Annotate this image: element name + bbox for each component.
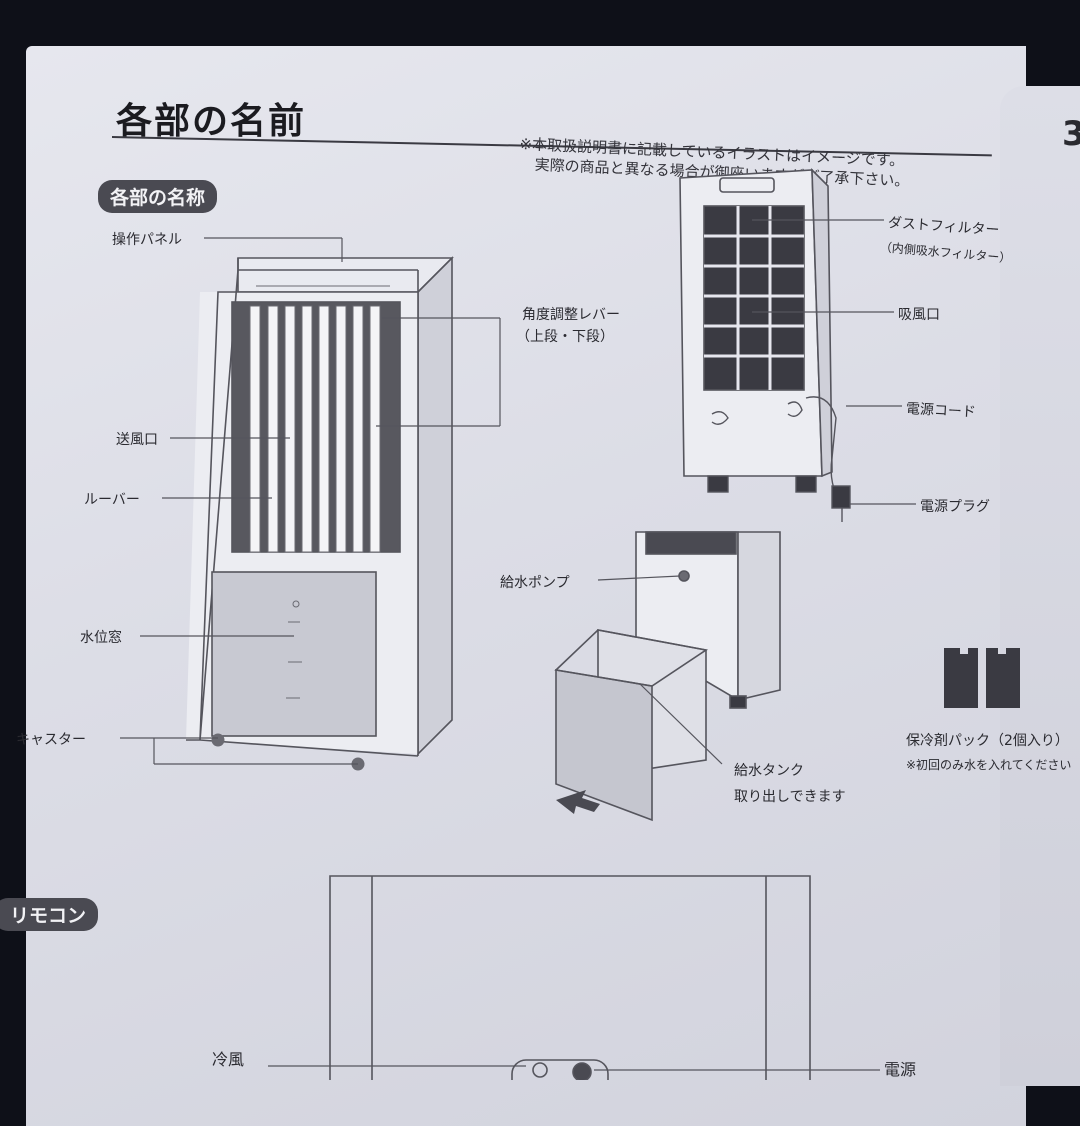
remote-drawing <box>268 875 880 1080</box>
tank-leader-lines <box>597 575 723 765</box>
label-ice-pack-sub: ※初回のみ水を入れてください <box>906 758 1072 772</box>
back-leader-lines <box>752 219 916 505</box>
louver-slats <box>249 305 381 553</box>
next-manual-page: 3 <box>1000 86 1080 1086</box>
label-water-tank: 給水タンク <box>734 763 804 779</box>
back-unit-drawing <box>679 168 833 478</box>
appliance-illustrations <box>120 168 1020 1080</box>
label-air-outlet: 送風口 <box>116 432 158 448</box>
next-page-glyph: 3 <box>1062 114 1080 154</box>
label-operation-panel: 操作パネル <box>112 232 182 248</box>
label-ice-pack: 保冷剤パック（2個入り） <box>906 733 1069 749</box>
label-power-cord: 電源コード <box>905 401 977 421</box>
label-angle-lever: 角度調整レバー <box>522 307 620 323</box>
tank-unit-drawing <box>554 531 781 822</box>
back-unit-details <box>707 396 851 522</box>
label-louver: ルーバー <box>84 492 140 508</box>
page-title: 各部の名前 <box>116 101 307 142</box>
label-water-tank-sub: 取り出しできます <box>734 789 846 805</box>
label-power: 電源 <box>884 1060 917 1079</box>
label-cool-wind: 冷風 <box>212 1050 245 1069</box>
back-filter-grid <box>704 206 804 390</box>
label-water-window: 水位窓 <box>80 630 122 646</box>
ice-pack-drawing <box>944 648 1020 708</box>
label-power-plug: 電源プラグ <box>920 499 990 515</box>
label-air-inlet: 吸風口 <box>898 307 940 323</box>
label-angle-lever-sub: （上段・下段） <box>516 329 614 345</box>
parts-section-heading: 各部の名称 <box>98 180 218 213</box>
label-caster: キャスター <box>16 732 86 748</box>
label-water-pump: 給水ポンプ <box>500 575 570 591</box>
front-leader-lines <box>120 237 501 765</box>
remote-section-heading: リモコン <box>0 898 99 931</box>
